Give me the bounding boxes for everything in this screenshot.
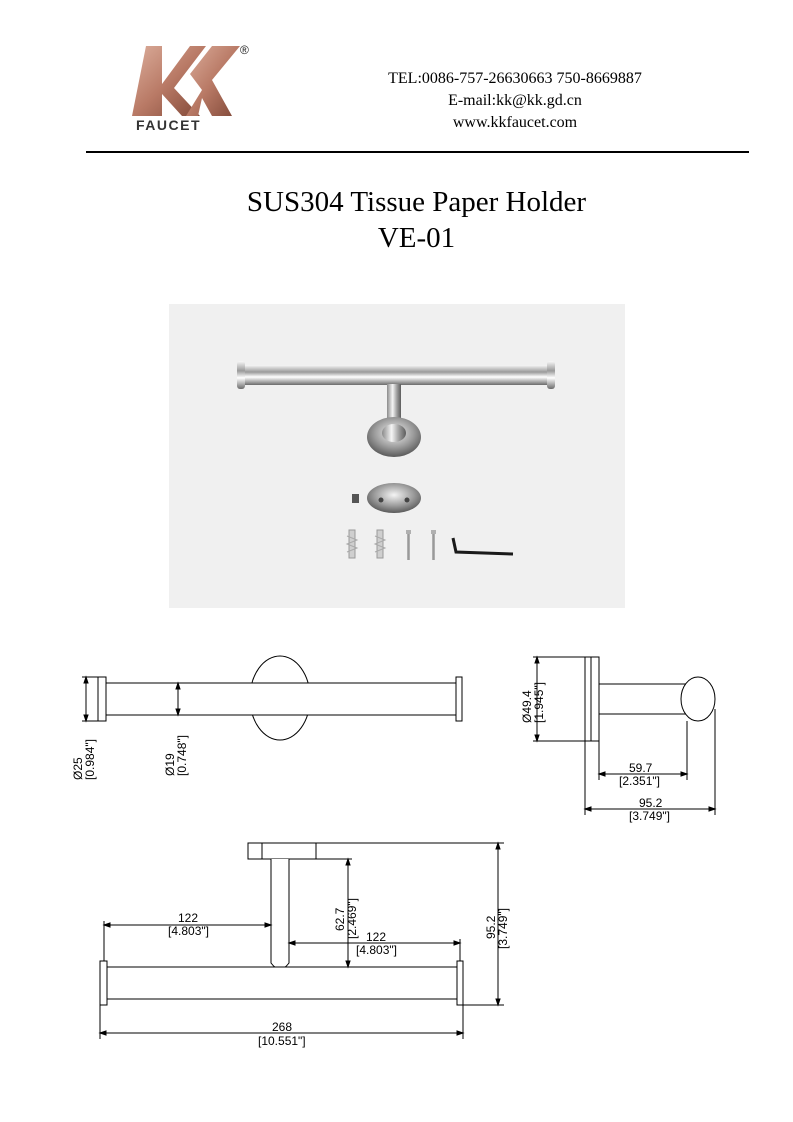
top-bar-end-right bbox=[456, 960, 464, 1006]
photo-hex-key bbox=[451, 537, 514, 556]
photo-bar-end-right bbox=[547, 361, 555, 389]
logo-k1-shape bbox=[132, 46, 206, 116]
photo-mounting-plate bbox=[367, 483, 421, 513]
photo-plate-hole-left bbox=[378, 497, 384, 503]
top-dim-total: 268 bbox=[272, 1020, 292, 1034]
photo-wall-anchor-2 bbox=[373, 529, 387, 559]
side-dim-depth-in: [3.749"] bbox=[629, 809, 670, 823]
side-dim-base-dia-in: [1.945"] bbox=[532, 682, 546, 723]
top-base-plate bbox=[247, 842, 317, 860]
contact-website: www.kkfaucet.com bbox=[452, 114, 578, 131]
side-dim-depth: 95.2 bbox=[639, 796, 663, 810]
top-dim-total-in: [10.551"] bbox=[258, 1034, 306, 1048]
front-bar-end-left bbox=[97, 676, 107, 722]
side-dim-arm: 59.7 bbox=[629, 761, 653, 775]
photo-wall-anchor-1 bbox=[345, 529, 359, 559]
top-post bbox=[270, 859, 290, 970]
front-bar bbox=[104, 682, 458, 716]
contact-email: E-mail:kk@kk.gd.cn bbox=[448, 92, 582, 109]
side-bar-end bbox=[680, 676, 716, 722]
photo-base-hub bbox=[382, 424, 406, 442]
logo-registered: ® bbox=[240, 43, 249, 57]
document-title: SUS304 Tissue Paper Holder VE-01 bbox=[150, 184, 683, 256]
top-view-drawing: 122 [4.803"] 122 [4.803"] 62.7 [2.469"] … bbox=[98, 841, 510, 1048]
contact-tel: TEL:0086-757-26630663 750-8669887 bbox=[388, 70, 642, 87]
photo-screw-2 bbox=[431, 530, 436, 560]
header-contact: TEL:0086-757-26630663 750-8669887 E-mail… bbox=[330, 68, 700, 134]
side-base-plate bbox=[584, 656, 600, 742]
side-dim-base-dia: Ø49.4 bbox=[520, 690, 534, 723]
front-dim-bar-dia: Ø19 bbox=[163, 753, 177, 776]
logo-wordmark: FAUCET bbox=[136, 117, 201, 133]
top-dim-right-in: [4.803"] bbox=[356, 943, 397, 957]
title-model-code: VE-01 bbox=[377, 222, 456, 254]
top-dim-right: 122 bbox=[366, 930, 386, 944]
product-photo bbox=[169, 304, 625, 608]
photo-set-screw bbox=[352, 494, 359, 503]
front-bar-end-right bbox=[455, 676, 463, 722]
side-dim-arm-in: [2.351"] bbox=[619, 774, 660, 788]
side-arm bbox=[598, 683, 688, 715]
photo-post bbox=[387, 384, 401, 426]
top-dim-left: 122 bbox=[178, 911, 198, 925]
title-product-name: SUS304 Tissue Paper Holder bbox=[246, 186, 587, 218]
top-bar bbox=[105, 966, 459, 1000]
top-dim-left-in: [4.803"] bbox=[168, 924, 209, 938]
top-dim-depth-in: [3.749"] bbox=[496, 908, 510, 949]
logo-k2-shape bbox=[186, 46, 240, 116]
header-divider bbox=[86, 151, 749, 153]
front-dim-end-dia: Ø25 bbox=[71, 757, 85, 780]
top-dim-post: 62.7 bbox=[333, 907, 347, 931]
front-dim-bar-dia-in: [0.748"] bbox=[175, 735, 189, 776]
top-dim-post-in: [2.469"] bbox=[345, 898, 359, 939]
side-view-drawing: Ø49.4 [1.945"] 59.7 [2.351"] 95.2 [3.749… bbox=[520, 655, 717, 823]
front-view-drawing: Ø25 [0.984"] Ø19 [0.748"] bbox=[71, 655, 463, 780]
front-dim-end-dia-in: [0.984"] bbox=[83, 739, 97, 780]
top-dim-depth: 95.2 bbox=[484, 915, 498, 939]
product-photo-render bbox=[237, 361, 555, 560]
photo-plate-hole-right bbox=[404, 497, 410, 503]
photo-screw-1 bbox=[406, 530, 411, 560]
photo-bar bbox=[241, 365, 551, 385]
top-bar-end-left bbox=[99, 960, 108, 1006]
photo-bar-end-left bbox=[237, 361, 245, 389]
kk-faucet-logo: ® FAUCET bbox=[132, 43, 249, 133]
